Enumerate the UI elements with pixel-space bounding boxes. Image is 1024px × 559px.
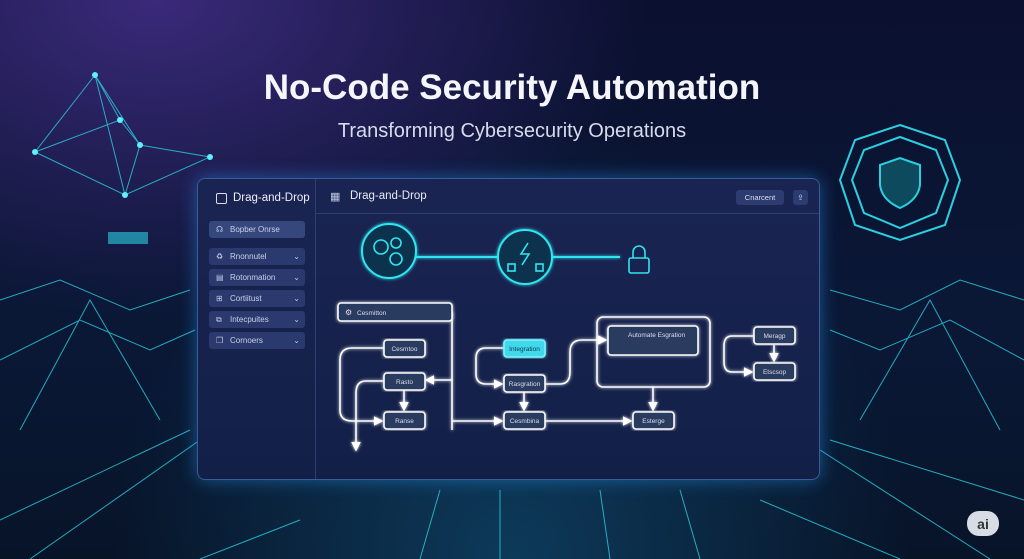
flow-node-label: Esterge xyxy=(642,418,665,425)
sidebar-item-label: Bopber Onrse xyxy=(230,225,280,234)
sidebar-item-label: Rotonmation xyxy=(230,273,276,282)
main-header: ▦ Drag-and-Drop xyxy=(316,179,819,214)
sidebar-item-label: Cortiitust xyxy=(230,294,262,303)
settings-button[interactable]: ⇪ xyxy=(793,190,808,205)
flow-node-label: Meragp xyxy=(763,333,785,340)
flow-node[interactable] xyxy=(383,339,426,358)
flow-node-label: Etscsop xyxy=(763,369,787,376)
flow-node[interactable] xyxy=(503,339,546,358)
sidebar: Drag-and-Drop ☊Bopber Onrse ♻Rnonnutel⌄ … xyxy=(198,179,316,479)
sidebar-item-label: Intecpuites xyxy=(230,315,269,324)
sidebar-header: Drag-and-Drop xyxy=(198,179,315,217)
flow-node[interactable] xyxy=(503,411,546,430)
chevron-down-icon: ⌄ xyxy=(293,294,300,303)
chevron-down-icon: ⌄ xyxy=(293,273,300,282)
chevron-down-icon: ⌄ xyxy=(293,252,300,261)
sidebar-item-5[interactable]: ❒ Cornoers ⌄ xyxy=(209,332,305,349)
shield-emblem-icon xyxy=(838,123,962,242)
header-button[interactable]: Cnarcent xyxy=(736,190,784,205)
node-automate-label: Automate Esgration xyxy=(628,332,685,339)
sidebar-item-2[interactable]: ▤ Rotonmation ⌄ xyxy=(209,269,305,286)
document-icon: ▤ xyxy=(216,273,224,282)
sidebar-item-label: Rnonnutel xyxy=(230,252,267,261)
flow-node-label: Rasto xyxy=(396,379,413,386)
chevron-down-icon: ⌄ xyxy=(293,336,300,345)
flow-node[interactable] xyxy=(632,411,675,430)
main-title: Drag-and-Drop xyxy=(350,190,427,202)
headset-icon: ☊ xyxy=(216,225,224,234)
flow-node[interactable] xyxy=(383,372,426,391)
lock-icon xyxy=(628,257,650,274)
grid-icon: ⊞ xyxy=(216,294,223,303)
flow-node-label: Ranse xyxy=(395,418,414,425)
sidebar-item-0[interactable]: ☊ Bopber Onrse xyxy=(209,221,305,238)
app-logo-icon xyxy=(216,192,227,204)
trigger-node-icon[interactable] xyxy=(497,229,553,285)
flow-node-label: Rasgration xyxy=(509,381,541,388)
flow-node-label: Cesmtoo xyxy=(391,346,417,353)
sidebar-item-label: Cornoers xyxy=(230,336,263,345)
cube-icon: ❒ xyxy=(216,336,224,345)
flow-node-label: Cesmbina xyxy=(510,418,540,425)
recycle-icon: ♻ xyxy=(216,252,224,261)
toolbox-icon: ▦ xyxy=(330,190,341,203)
chevron-down-icon: ⌄ xyxy=(293,315,300,324)
flow-node[interactable] xyxy=(753,326,796,345)
gears-node-icon[interactable] xyxy=(361,223,417,279)
sidebar-item-4[interactable]: ⧉ Intecpuites ⌄ xyxy=(209,311,305,328)
ai-badge: ai xyxy=(967,511,999,536)
page-title: No-Code Security Automation xyxy=(263,68,761,107)
upload-icon: ⇪ xyxy=(797,193,804,202)
group-label: Cesmitton xyxy=(357,310,387,317)
sidebar-item-3[interactable]: ⊞ Cortiitust ⌄ xyxy=(209,290,305,307)
sidebar-title: Drag-and-Drop xyxy=(233,192,310,204)
page-subtitle: Transforming Cybersecurity Operations xyxy=(337,120,687,142)
puzzle-icon: ⧉ xyxy=(216,314,222,324)
flow-node[interactable] xyxy=(383,411,426,430)
gear-icon: ⚙ xyxy=(345,308,352,317)
flow-node-label: Integration xyxy=(509,346,540,353)
flow-node[interactable] xyxy=(503,374,546,393)
flow-node[interactable] xyxy=(753,362,796,381)
sidebar-item-1[interactable]: ♻ Rnonnutel ⌄ xyxy=(209,248,305,265)
